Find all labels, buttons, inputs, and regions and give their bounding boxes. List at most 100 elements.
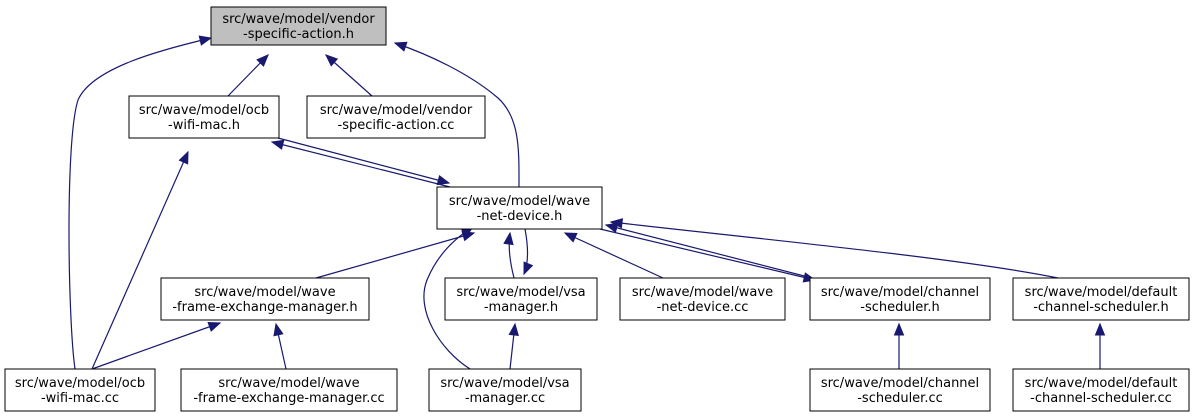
edge-line [271,141,451,188]
arrowhead-icon [198,35,213,46]
arrowhead-icon [563,232,578,243]
node-label-line: -specific-action.cc [338,118,455,133]
node-label-line: src/wave/model/default [1025,376,1178,391]
node-vsa-h[interactable]: src/wave/model/vendor-specific-action.h [210,6,387,46]
node-dchs-cc[interactable]: src/wave/model/default-channel-scheduler… [1012,368,1190,412]
node-label-line: -scheduler.cc [857,391,943,406]
arrowhead-icon [273,322,284,337]
edge-line [68,37,212,370]
node-box [444,277,598,321]
node-label-line: src/wave/model/vsa [456,285,585,300]
arrowhead-icon [270,139,285,150]
arrowhead-icon [604,222,619,233]
node-label-line: -frame-exchange-manager.cc [193,391,384,406]
node-box [428,368,582,412]
node-wnd-h[interactable]: src/wave/model/wave-net-device.h [436,186,603,230]
node-label-line: -specific-action.h [243,27,354,42]
edge-line [599,228,816,281]
node-box [160,277,370,321]
arrowhead-icon [256,54,269,67]
edge-line [423,226,474,370]
edges-layer [68,35,1106,370]
edge-line [605,224,813,279]
node-fem-cc[interactable]: src/wave/model/wave-frame-exchange-manag… [180,368,398,412]
node-label-line: src/wave/model/ocb [15,376,145,391]
node-label-line: src/wave/model/vendor [222,12,375,27]
node-dchs-h[interactable]: src/wave/model/default-channel-scheduler… [1012,277,1190,321]
edge-ocb_mac_cc-to-ocb_mac_h [91,150,189,370]
node-vsamgr-h[interactable]: src/wave/model/vsa-manager.h [444,277,598,321]
edge-fem_h-to-wnd_h [315,231,476,279]
edge-fem_cc-to-fem_h [273,322,287,370]
edge-wnd_h-to-vsa_h [393,41,520,188]
node-label-line: src/wave/model/wave [218,376,359,391]
node-label-line: src/wave/model/wave [632,285,773,300]
edge-dchs_h-to-wnd_h [609,218,1059,279]
node-label-line: -net-device.cc [657,300,749,315]
edge-wnd_h-to-vsamgr_h [523,228,534,276]
node-label-line: -manager.cc [465,391,545,406]
edge-line [91,151,189,370]
node-chs-cc[interactable]: src/wave/model/channel-scheduler.cc [809,368,991,412]
node-label-line: src/wave/model/vsa [440,376,569,391]
edge-wnd_h-to-ocb_mac_h [270,139,451,188]
arrowhead-icon [609,218,624,229]
arrowhead-icon [893,322,905,336]
node-box [306,95,486,139]
node-label-line: -frame-exchange-manager.h [172,300,357,315]
edge-line [610,221,1059,279]
node-label-line: src/wave/model/wave [449,194,590,209]
edge-ocb_mac_h-to-vsa_h [227,54,269,97]
arrowhead-icon [436,175,451,186]
edge-wnd_cc-to-wnd_h [563,232,664,279]
node-label-line: src/wave/model/channel [821,285,979,300]
edge-line [564,232,664,279]
edge-ocb_mac_h-to-wnd_h [277,137,451,186]
node-ocb-mac-h[interactable]: src/wave/model/ocb-wifi-mac.h [128,95,280,139]
node-vsamgr-cc[interactable]: src/wave/model/vsa-manager.cc [428,368,582,412]
node-label-line: -channel-scheduler.cc [1030,391,1172,406]
edge-line [315,232,475,279]
node-label-line: src/wave/model/default [1025,285,1178,300]
node-label-line: -wifi-mac.h [168,118,240,133]
node-label-line: src/wave/model/wave [194,285,335,300]
arrowhead-icon [508,322,519,337]
edge-vsamgr_cc-to-vsamgr_h [508,322,519,370]
edge-dchs_cc-to-dchs_h [1094,322,1106,369]
arrowhead-icon [207,321,222,332]
arrowhead-icon [393,41,408,52]
node-chs-h[interactable]: src/wave/model/channel-scheduler.h [809,277,991,321]
edge-line [277,137,450,184]
node-label-line: -scheduler.h [860,300,939,315]
edge-vsamgr_h-to-wnd_h [503,231,515,279]
node-fem-h[interactable]: src/wave/model/wave-frame-exchange-manag… [160,277,370,321]
node-box [1012,368,1190,412]
node-box [4,368,156,412]
node-label-line: src/wave/model/channel [821,376,979,391]
node-label-line: src/wave/model/vendor [320,103,473,118]
node-wnd-cc[interactable]: src/wave/model/wave-net-device.cc [619,277,786,321]
node-label-line: -wifi-mac.cc [41,391,119,406]
edge-ocb_mac_cc-to-fem_h [91,321,222,370]
edge-vsa_cc-to-vsa_h [325,54,373,97]
node-box [809,368,991,412]
nodes-layer: src/wave/model/vendor-specific-action.hs… [4,6,1190,412]
edge-chs_h-to-wnd_h [604,222,813,279]
node-ocb-mac-cc[interactable]: src/wave/model/ocb-wifi-mac.cc [4,368,156,412]
edge-chs_cc-to-chs_h [893,322,905,369]
node-box [436,186,603,230]
node-label-line: -net-device.h [477,209,563,224]
arrowhead-icon [325,54,339,67]
arrowhead-icon [178,150,189,165]
arrowhead-icon [503,231,514,246]
node-box [210,6,387,46]
arrowhead-icon [523,261,534,276]
node-vsa-cc[interactable]: src/wave/model/vendor-specific-action.cc [306,95,486,139]
node-label-line: -channel-scheduler.h [1033,300,1169,315]
node-box [809,277,991,321]
node-box [128,95,280,139]
node-label-line: -manager.h [484,300,558,315]
arrowhead-icon [1094,322,1106,336]
node-box [619,277,786,321]
